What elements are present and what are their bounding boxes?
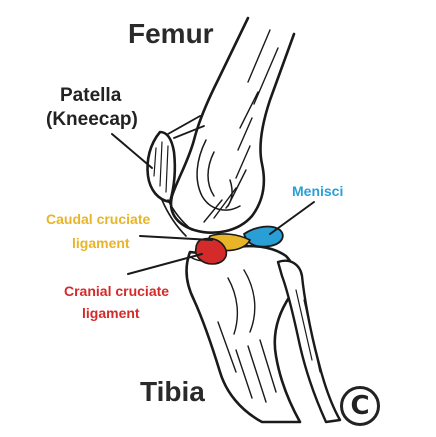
patellar-ligament <box>161 199 193 237</box>
caudal-cruciate-label-line1: Caudal cruciate <box>46 211 151 227</box>
copyright-icon: C <box>340 386 380 426</box>
caudal-leader-line <box>139 235 213 241</box>
cranial-leader-line <box>127 253 203 275</box>
tibia-hatching <box>217 269 277 403</box>
femur-hatching <box>203 29 279 223</box>
caudal-cruciate-label-line2: ligament <box>72 235 130 251</box>
fibula-bone <box>276 259 342 424</box>
kneecap-label: (Kneecap) <box>46 109 138 130</box>
cranial-cruciate-label-line2: ligament <box>82 305 140 321</box>
cranial-cruciate-ligament <box>194 237 228 265</box>
cranial-cruciate-label-line1: Cranial cruciate <box>64 283 170 299</box>
femur-label: Femur <box>128 18 214 49</box>
menisci-leader-line <box>269 201 315 235</box>
quadriceps-tendon <box>167 115 205 139</box>
femur-condyle-curves <box>196 139 241 211</box>
patella-hatching <box>153 141 169 193</box>
tibia-label: Tibia <box>140 376 205 407</box>
fibula-hatching <box>295 289 321 373</box>
femur-bone <box>169 16 296 234</box>
patella-leader-line <box>111 133 153 169</box>
patella-label: Patella <box>60 85 122 106</box>
menisci-label: Menisci <box>292 183 344 199</box>
